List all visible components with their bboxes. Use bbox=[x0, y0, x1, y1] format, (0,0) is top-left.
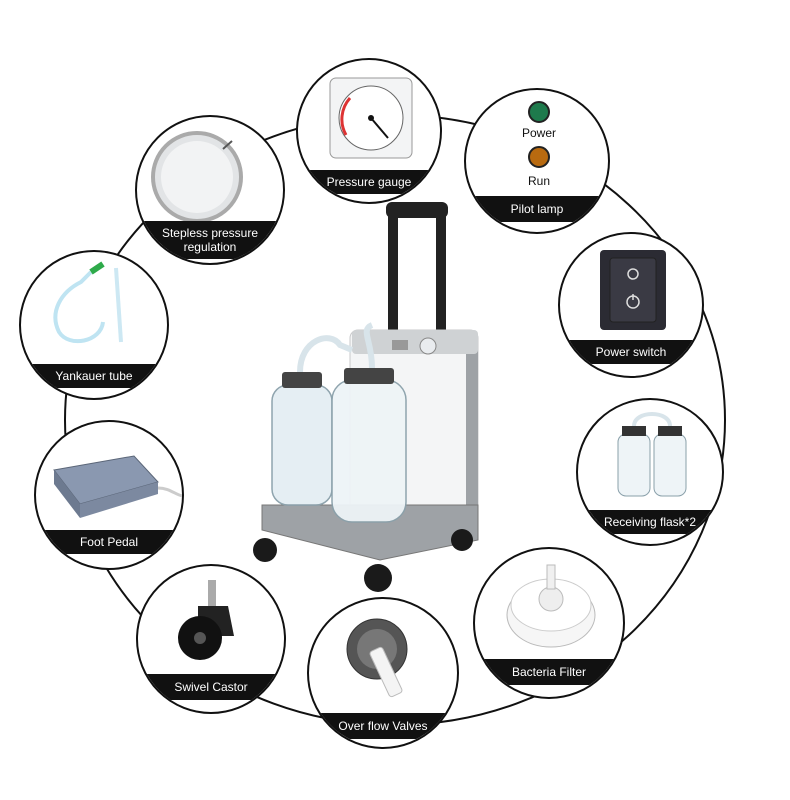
bacteria-filter-icon bbox=[506, 564, 596, 648]
foot-pedal-icon bbox=[53, 455, 182, 518]
feature-label: Pressure gauge bbox=[298, 170, 440, 194]
feature-label: Swivel Castor bbox=[138, 674, 284, 700]
yankauer-tube-icon bbox=[53, 261, 123, 343]
feature-label: Power switch bbox=[560, 340, 702, 364]
bubble-receiving-flask: Receiving flask*2 bbox=[576, 398, 724, 546]
feature-label: Receiving flask*2 bbox=[578, 510, 722, 534]
feature-label: Yankauer tube bbox=[21, 364, 167, 388]
run-lamp-icon bbox=[528, 146, 550, 168]
bubble-power-switch: Power switch bbox=[558, 232, 704, 378]
power-lamp-icon bbox=[528, 101, 550, 123]
bubble-stepless-regulation: Stepless pressure regulation bbox=[135, 115, 285, 265]
feature-label: Foot Pedal bbox=[36, 530, 182, 554]
pressure-gauge-icon bbox=[329, 77, 413, 159]
bubble-pressure-gauge: Pressure gauge bbox=[296, 58, 442, 204]
feature-label: Stepless pressure regulation bbox=[137, 221, 283, 259]
bubble-pilot-lamp: Power Run Pilot lamp bbox=[464, 88, 610, 234]
receiving-flask-icon bbox=[617, 412, 687, 497]
bubble-foot-pedal: Foot Pedal bbox=[34, 420, 184, 570]
swivel-castor-icon bbox=[178, 580, 234, 660]
lamp-label-run: Run bbox=[527, 174, 550, 188]
bubble-bacteria-filter: Bacteria Filter bbox=[473, 547, 625, 699]
label-line-1: Stepless pressure bbox=[161, 226, 259, 240]
overflow-valve-icon bbox=[346, 618, 408, 698]
power-switch-icon bbox=[600, 250, 666, 330]
lamp-label-power: Power bbox=[521, 126, 556, 140]
bubble-overflow-valves: Over flow Valves bbox=[307, 597, 459, 749]
feature-label: Pilot lamp bbox=[466, 196, 608, 222]
bubble-swivel-castor: Swivel Castor bbox=[136, 564, 286, 714]
pilot-lamp-icons bbox=[528, 101, 550, 168]
bubble-yankauer-tube: Yankauer tube bbox=[19, 250, 169, 400]
label-line-2: regulation bbox=[183, 240, 237, 254]
feature-label: Bacteria Filter bbox=[475, 659, 623, 685]
feature-label: Over flow Valves bbox=[309, 713, 457, 739]
